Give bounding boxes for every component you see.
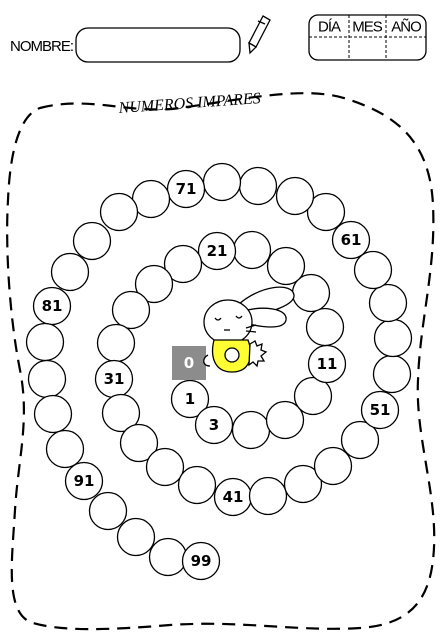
number-circle-59[interactable]: [353, 250, 393, 290]
number-circle-27[interactable]: [111, 290, 151, 330]
number-circle-85[interactable]: [27, 359, 67, 399]
start-number: 0: [184, 354, 194, 372]
spiral-path: 13 11 21 31 41 51 61 71 81 91 99: [25, 162, 413, 581]
date-header-month: MES: [352, 19, 383, 36]
circle-label-3: 3: [209, 416, 219, 434]
number-circle-71[interactable]: [166, 169, 206, 209]
number-circle-77[interactable]: [72, 221, 112, 261]
number-circle-57[interactable]: [368, 283, 408, 323]
circle-label-31: 31: [104, 370, 125, 388]
circle-label-71: 71: [176, 180, 197, 198]
number-circle-17[interactable]: [266, 246, 306, 286]
number-circle-83[interactable]: [25, 322, 65, 362]
date-header-day: DÍA: [318, 19, 341, 36]
number-circle-61[interactable]: [331, 220, 371, 260]
circle-label-21: 21: [207, 242, 228, 260]
circle-label-91: 91: [74, 472, 95, 490]
number-circle-39[interactable]: [177, 465, 217, 505]
number-circle-93[interactable]: [88, 491, 128, 531]
number-circle-55[interactable]: [373, 318, 413, 358]
number-circle-97[interactable]: [148, 537, 188, 577]
number-circle-53[interactable]: [372, 354, 412, 394]
number-circle-89[interactable]: [45, 429, 85, 469]
circle-label-81: 81: [42, 297, 63, 315]
circle-label-99: 99: [191, 552, 212, 570]
circle-label-11: 11: [317, 355, 338, 373]
number-circle-67[interactable]: [238, 166, 278, 206]
number-circle-91[interactable]: [64, 461, 104, 501]
number-circle-21[interactable]: [197, 231, 237, 271]
number-circle-19[interactable]: [232, 230, 272, 270]
number-circle-23[interactable]: [163, 244, 203, 284]
number-circle-5[interactable]: [231, 410, 271, 450]
number-circle-29[interactable]: [96, 323, 136, 363]
number-circle-99[interactable]: [181, 541, 221, 581]
name-field[interactable]: [75, 27, 241, 63]
number-circle-13[interactable]: [305, 307, 345, 347]
dashed-border: [6, 92, 436, 631]
number-circle-7[interactable]: [265, 400, 305, 440]
number-circle-25[interactable]: [134, 264, 174, 304]
circle-label-51: 51: [370, 401, 391, 419]
pencil-icon: [248, 15, 271, 55]
number-circle-47[interactable]: [313, 446, 353, 486]
circle-label-41: 41: [223, 488, 244, 506]
date-box: DÍA MES AÑO: [308, 14, 427, 61]
circle-label-1: 1: [185, 390, 195, 408]
number-circle-3[interactable]: [194, 405, 234, 445]
circle-label-61: 61: [341, 231, 362, 249]
start-box: 0: [172, 346, 206, 380]
number-circle-63[interactable]: [306, 192, 346, 232]
number-circle-69[interactable]: [202, 162, 242, 202]
number-circle-37[interactable]: [145, 447, 185, 487]
number-circle-87[interactable]: [33, 394, 73, 434]
number-circle-65[interactable]: [275, 176, 315, 216]
number-circle-33[interactable]: [101, 393, 141, 433]
number-circle-51[interactable]: [360, 390, 400, 430]
number-circle-9[interactable]: [293, 376, 333, 416]
number-circle-43[interactable]: [248, 476, 288, 516]
number-circle-49[interactable]: [340, 420, 380, 460]
number-circle-45[interactable]: [283, 464, 323, 504]
number-circle-79[interactable]: [50, 252, 90, 292]
number-circle-95[interactable]: [116, 517, 156, 557]
date-header-year: AÑO: [391, 19, 421, 36]
name-label: NOMBRE:: [10, 38, 73, 55]
number-circle-75[interactable]: [99, 192, 139, 232]
number-circle-35[interactable]: [119, 423, 159, 463]
bunny-illustration: [203, 286, 295, 373]
worksheet-title: NUMEROS IMPARES: [117, 90, 261, 117]
number-circle-1[interactable]: [170, 379, 210, 419]
